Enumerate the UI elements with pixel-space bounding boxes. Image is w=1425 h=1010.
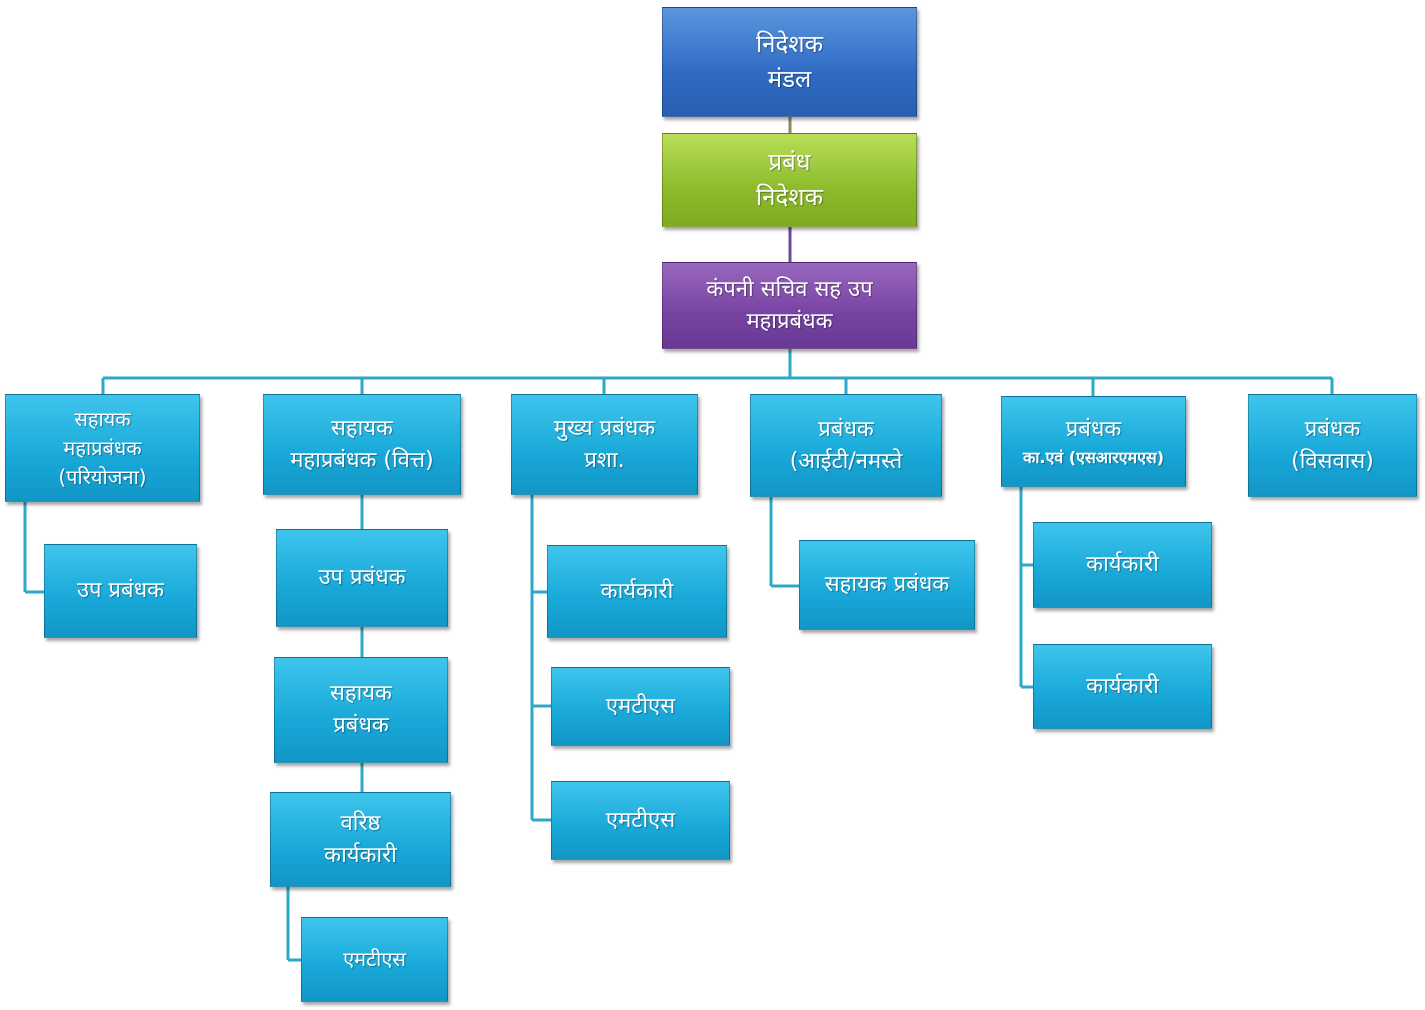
finance-mts-box: एमटीएस: [301, 917, 448, 1002]
finance-senior-executive-box: वरिष्ठ कार्यकारी: [270, 792, 451, 887]
managing-director-box: प्रबंध निदेशक: [662, 133, 917, 227]
hr-executive-2-label: कार्यकारी: [1086, 673, 1159, 699]
head-hr-line-2: का.एवं (एसआरएमएस): [1022, 447, 1165, 467]
company-secretary-box: कंपनी सचिव सह उप महाप्रबंधक: [662, 262, 917, 349]
md-line-1: प्रबंध: [768, 148, 811, 177]
hr-executive-1-label: कार्यकारी: [1086, 552, 1159, 578]
head-finance-line-1: सहायक: [331, 415, 393, 441]
admin-executive-box: कार्यकारी: [547, 545, 727, 638]
finance-assistant-manager-line-1: सहायक: [330, 681, 392, 707]
finance-assistant-manager-line-2: प्रबंधक: [333, 713, 389, 738]
it-assistant-manager-box: सहायक प्रबंधक: [799, 540, 975, 630]
head-finance-box: सहायक महाप्रबंधक (वित्त): [263, 394, 461, 495]
head-projects-line-3: (परियोजना): [58, 464, 147, 489]
hr-executive-2-box: कार्यकारी: [1033, 644, 1212, 729]
finance-mts-label: एमटीएस: [343, 947, 406, 971]
head-admin-line-1: मुख्य प्रबंधक: [553, 415, 656, 441]
finance-senior-executive-line-1: वरिष्ठ: [340, 810, 381, 836]
head-visvas-line-1: प्रबंधक: [1304, 416, 1361, 442]
admin-executive-label: कार्यकारी: [600, 578, 674, 604]
head-it-line-2: (आईटी/नमस्ते: [789, 448, 903, 474]
head-it-line-1: प्रबंधक: [818, 416, 874, 442]
head-hr-box: प्रबंधक का.एवं (एसआरएमएस): [1001, 396, 1186, 487]
finance-deputy-manager-label: उप प्रबंधक: [318, 565, 406, 591]
head-admin-box: मुख्य प्रबंधक प्रशा.: [511, 394, 698, 495]
admin-mts-1-box: एमटीएस: [551, 667, 730, 746]
cs-line-1: कंपनी सचिव सह उप: [706, 276, 873, 302]
admin-mts-1-label: एमटीएस: [605, 693, 676, 719]
md-line-2: निदेशक: [755, 183, 824, 211]
head-projects-box: सहायक महाप्रबंधक (परियोजना): [5, 394, 200, 502]
hr-executive-1-box: कार्यकारी: [1033, 522, 1212, 608]
finance-deputy-manager-box: उप प्रबंधक: [276, 529, 448, 627]
head-admin-line-2: प्रशा.: [584, 447, 625, 473]
admin-mts-2-box: एमटीएस: [551, 781, 730, 860]
it-assistant-manager-label: सहायक प्रबंधक: [824, 572, 950, 598]
head-projects-line-1: सहायक: [74, 406, 131, 431]
admin-mts-2-label: एमटीएस: [605, 807, 676, 833]
head-visvas-line-2: (विसवास): [1291, 448, 1374, 474]
board-line-1: निदेशक: [755, 30, 824, 59]
head-finance-line-2: महाप्रबंधक (वित्त): [290, 447, 434, 473]
head-projects-line-2: महाप्रबंधक: [63, 435, 142, 460]
cs-line-2: महाप्रबंधक: [746, 308, 833, 334]
projects-deputy-manager-box: उप प्रबंधक: [44, 544, 197, 638]
head-visvas-box: प्रबंधक (विसवास): [1248, 394, 1417, 497]
projects-deputy-manager-label: उप प्रबंधक: [76, 578, 165, 604]
board-line-2: मंडल: [767, 65, 812, 93]
board-of-directors-box: निदेशक मंडल: [662, 7, 917, 117]
finance-senior-executive-line-2: कार्यकारी: [324, 842, 397, 868]
head-hr-line-1: प्रबंधक: [1065, 416, 1122, 442]
finance-assistant-manager-box: सहायक प्रबंधक: [274, 657, 448, 763]
head-it-box: प्रबंधक (आईटी/नमस्ते: [750, 394, 942, 497]
